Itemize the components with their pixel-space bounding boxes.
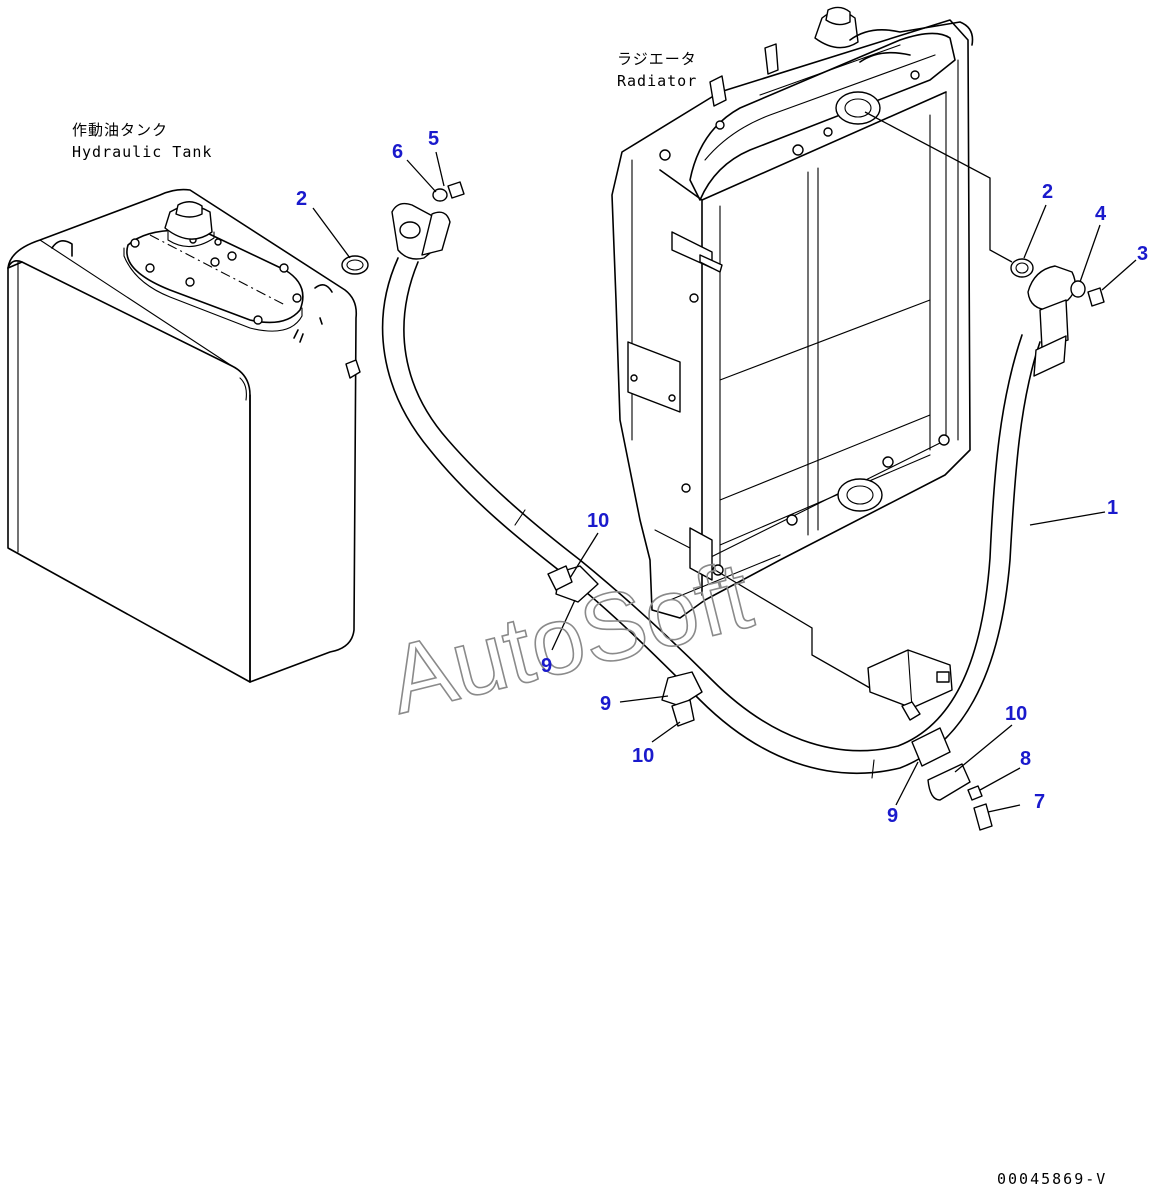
radiator-label-jp: ラジエータ — [617, 50, 697, 68]
callout-1: 1 — [1107, 497, 1118, 519]
callout-2-radiator: 2 — [1042, 181, 1053, 203]
hydraulic-tank-drawing — [7, 188, 361, 683]
callout-6: 6 — [392, 141, 403, 163]
callout-9-mid: 9 — [600, 693, 611, 715]
document-id: 00045869-V — [997, 1170, 1107, 1188]
tank-label-en: Hydraulic Tank — [72, 143, 212, 161]
callout-2-tank: 2 — [296, 188, 307, 210]
callout-10-right: 10 — [1005, 703, 1027, 725]
callout-4: 4 — [1095, 203, 1107, 225]
callout-9-left: 9 — [541, 655, 552, 677]
callout-leaders — [312, 151, 1137, 813]
callout-5: 5 — [428, 128, 439, 150]
callout-10-mid: 10 — [632, 745, 654, 767]
tank-label-jp: 作動油タンク — [72, 121, 168, 139]
clamps — [547, 565, 971, 801]
radiator-label-en: Radiator — [617, 72, 697, 90]
port-leader-lines — [714, 111, 1013, 689]
callout-7: 7 — [1034, 791, 1045, 813]
hardware — [341, 181, 1105, 831]
callout-9-right: 9 — [887, 805, 898, 827]
radiator-drawing — [611, 6, 974, 619]
callout-3: 3 — [1137, 243, 1148, 265]
callout-8: 8 — [1020, 748, 1031, 770]
callout-10-left: 10 — [587, 510, 609, 532]
